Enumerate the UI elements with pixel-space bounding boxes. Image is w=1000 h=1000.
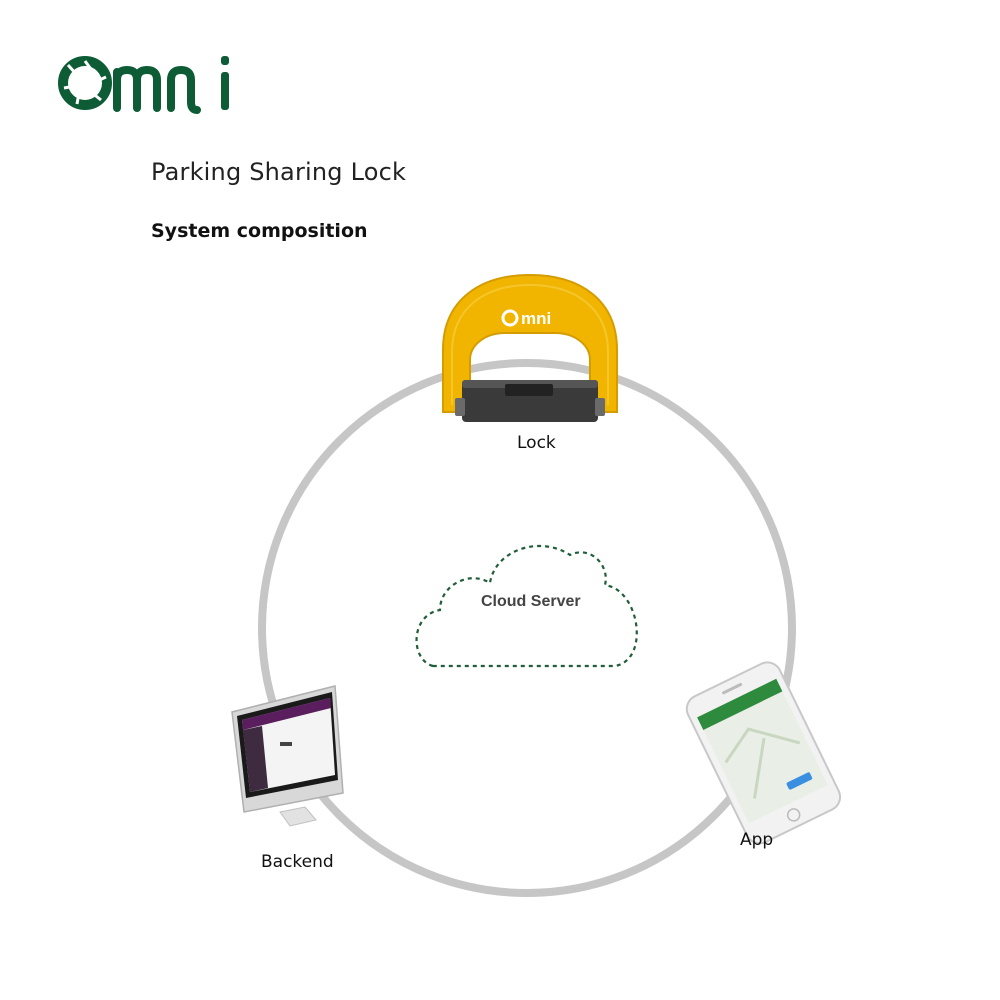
- aperture-icon: [58, 56, 112, 110]
- page-title: Parking Sharing Lock: [151, 158, 407, 186]
- parking-lock-icon: mni: [442, 273, 618, 422]
- desktop-computer-icon: [231, 685, 344, 827]
- svg-text:mni: mni: [521, 309, 551, 328]
- connection-ring: [258, 359, 796, 897]
- node-label-app: App: [740, 830, 774, 850]
- cloud-icon: [415, 545, 638, 668]
- node-label-lock: Lock: [517, 433, 556, 453]
- omni-logo: [58, 56, 229, 114]
- section-subtitle: System composition: [151, 220, 368, 242]
- node-label-backend: Backend: [261, 852, 334, 872]
- cloud-server-label: Cloud Server: [481, 593, 581, 610]
- smartphone-icon: [685, 661, 842, 845]
